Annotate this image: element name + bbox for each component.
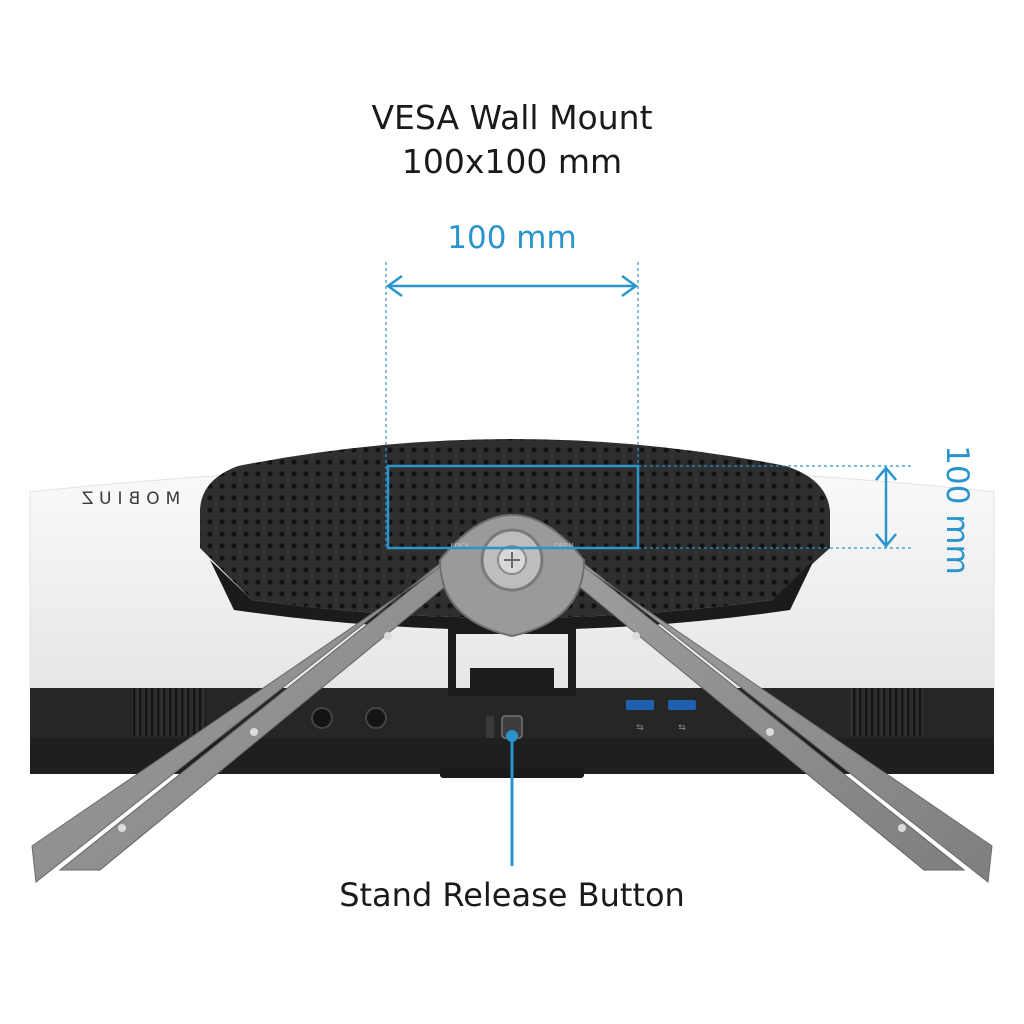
power-port-icon	[365, 707, 387, 729]
vesa-title-line1: VESA Wall Mount	[371, 98, 653, 137]
usb-port-icon	[626, 700, 654, 710]
svg-text:⇆: ⇆	[678, 723, 686, 733]
svg-text:⇆: ⇆	[636, 723, 644, 733]
vertical-dimension-label: 100 mm	[939, 445, 975, 575]
vesa-dimension-guides	[385, 262, 912, 550]
brand-logo: MOBIUZ	[76, 489, 181, 509]
right-vent-grille	[850, 688, 924, 736]
stand-release-callout	[506, 730, 518, 866]
stand-legs	[31, 514, 993, 883]
stand-release-label: Stand Release Button	[339, 876, 685, 914]
vesa-title: VESA Wall Mount 100x100 mm	[312, 96, 712, 184]
usb-port-icon-2	[668, 700, 696, 710]
hinge-open-label: OPEN	[554, 542, 573, 550]
horizontal-dimension-label: 100 mm	[447, 220, 577, 256]
hinge-lock-label: LOCK	[451, 542, 470, 550]
vesa-title-line2: 100x100 mm	[401, 142, 623, 181]
vesa-mount-area	[386, 464, 640, 550]
left-vent-grille	[132, 688, 206, 736]
